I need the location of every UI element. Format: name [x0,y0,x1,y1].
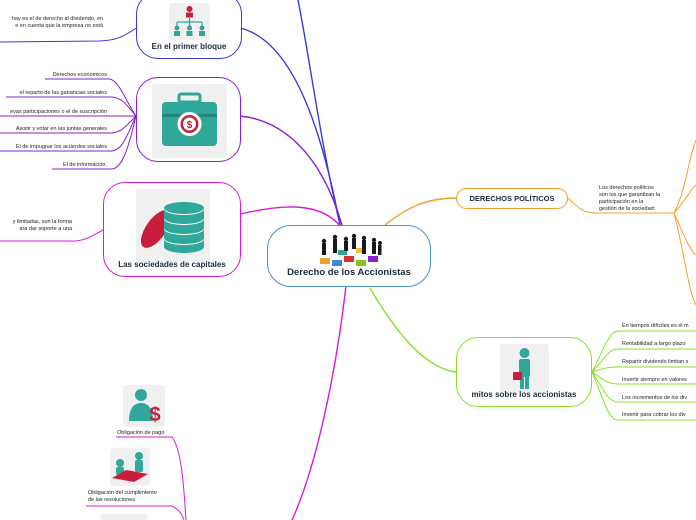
link-mitos-branch-2 [591,348,696,373]
mito-item-2: Rentabilidad a largo plazo [622,341,686,347]
link-derechos-branch-4 [0,115,137,134]
node-derechos-politicos[interactable]: DERECHOS POLÍTICOS [456,188,568,209]
link-derechos-branch-6 [52,115,137,170]
node-derechos-economicos[interactable]: $ [136,77,241,162]
politicos-label: DERECHOS POLÍTICOS [469,194,555,203]
derecho-item-2: el reparto de las ganancias sociales [19,90,107,96]
derecho-item-5: El de impugnar los acuerdos sociales [15,144,107,150]
node-primer-bloque[interactable]: En el primer bloque [136,0,242,59]
link-capitales-desc [0,229,104,242]
link-obligacion-resol [86,505,185,520]
link-derechos-branch-2 [6,96,137,117]
meeting-icon [112,452,148,482]
obligacion-resol-label: Obligación del cumplimiento de las resol… [88,490,157,503]
link-politicos [384,197,457,226]
link-derechos-branch-1 [45,78,137,117]
link-primer-bloque [239,27,341,226]
obligacion-resol-icon-frame[interactable] [110,448,150,486]
link-derechos [239,115,343,226]
derecho-item-4: Asistir y votar en las juntas generales [15,126,107,132]
obligacion-pago-label: Obligación de pago [117,430,165,436]
text-politicos-desc: Los derechos políticos son los que garan… [599,185,661,212]
derecho-item-1: Derechos economicos [52,72,107,78]
icon-frame: $ [152,84,227,158]
link-mitos-branch-6 [591,371,696,421]
coins-icon [140,202,204,253]
center-title: Derecho de los Accionistas [287,267,411,278]
org-chart-icon [174,6,205,36]
center-node[interactable]: Derecho de los Accionistas [267,225,431,287]
obligacion-pago-icon-frame[interactable]: $ [123,385,165,427]
link-dividendo [0,26,139,43]
mito-item-5: Los incrementos de los div [622,395,688,401]
derecho-item-6: El de información. [62,162,107,168]
link-mitos-branch-3 [591,366,696,373]
person-dollar-icon: $ [129,389,161,426]
primer-bloque-label: En el primer bloque [151,42,227,51]
link-politicos-desc [567,197,674,214]
link-mitos [369,287,458,373]
mito-item-3: Repartir dividendo limitan s [622,359,689,365]
mito-item-4: Invertir siempre en valores [622,377,687,383]
briefcase-money-icon: $ [162,92,217,146]
text-capitales-desc: y limitadas, son la forma ara dar soport… [12,219,72,232]
link-politicos-fan [673,139,696,306]
link-bottom [291,285,347,520]
node-mitos[interactable]: mitos sobre los accionistas [456,337,592,407]
link-mitos-branch-1 [591,330,696,373]
derecho-item-3: evas participaciones o el de suscripción [10,109,107,115]
partial-icon-frame [100,514,148,520]
link-mitos-branch-5 [591,371,696,403]
business-people-icon [320,233,382,266]
node-sociedades-capitales[interactable]: Las sociedades de capitales [103,182,241,277]
icon-frame [169,3,210,40]
link-mitos-branch-4 [591,371,696,385]
text-dividendo: hay es el de derecho al dividendo, en e … [11,16,103,29]
icon-frame [136,189,210,262]
sociedades-label: Las sociedades de capitales [118,260,226,269]
mito-item-1: En tiempos difíciles es el m [622,323,689,329]
icon-frame [500,344,549,392]
link-derechos-branch-5 [0,115,137,152]
mito-item-6: Invertir para cobrar los div [622,412,686,418]
link-sociedades [239,206,343,229]
investor-person-icon [513,348,530,389]
link-obligacion-pago [116,436,187,520]
svg-text:$: $ [149,404,160,426]
mitos-label: mitos sobre los accionistas [471,390,577,399]
svg-text:$: $ [187,120,193,131]
